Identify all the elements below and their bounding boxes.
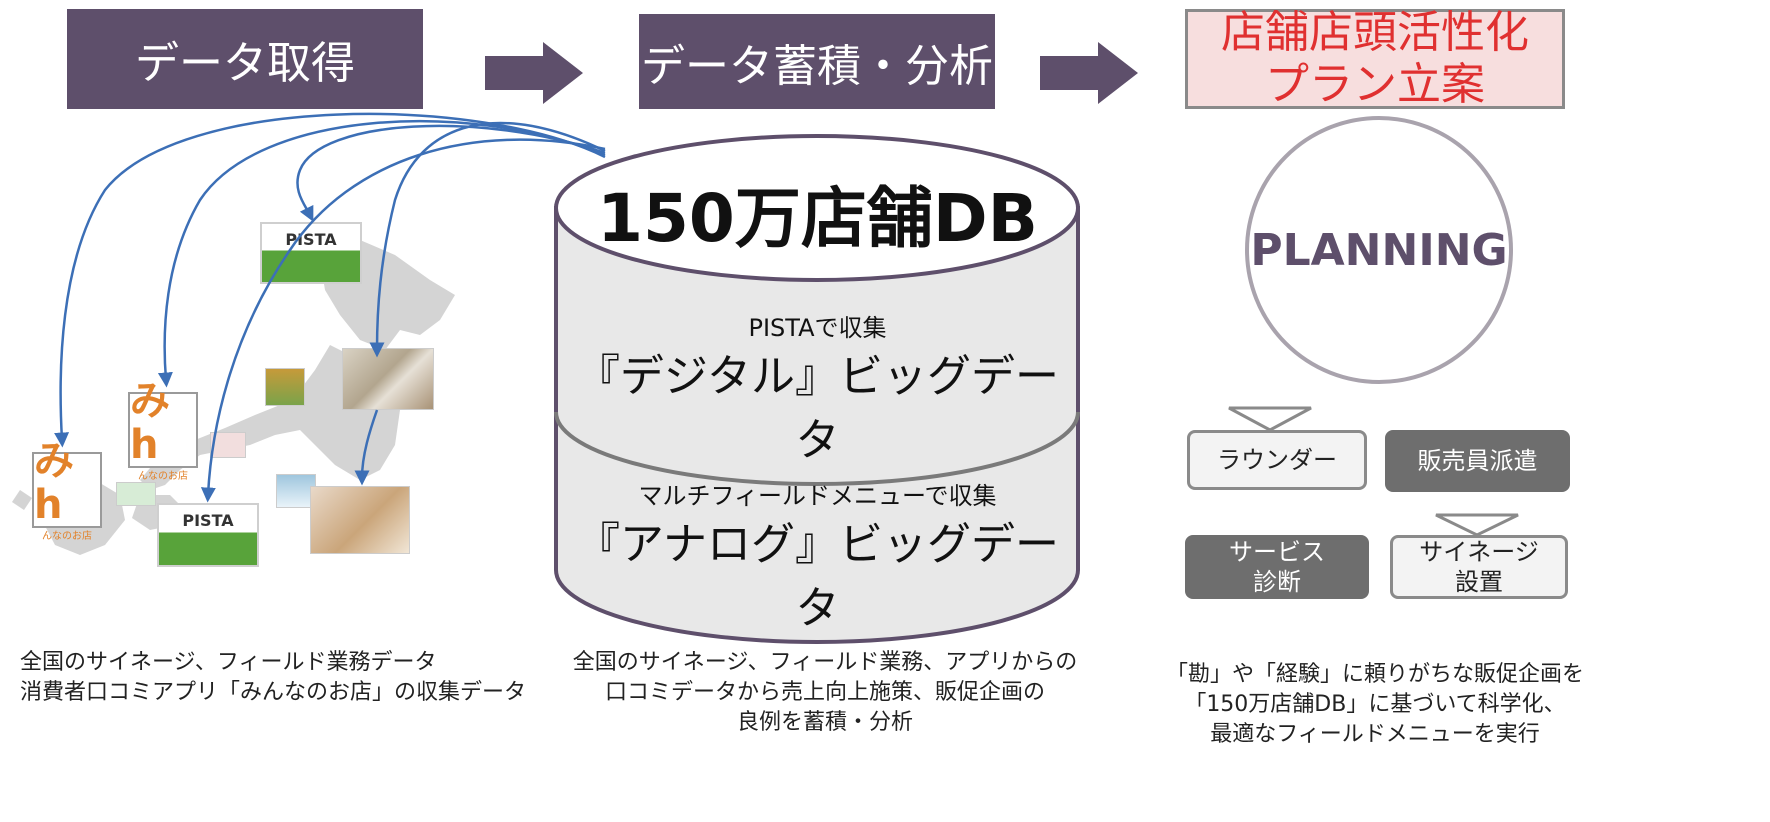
minna-app-tile-2: みh んなのお店 (32, 439, 102, 542)
middle-caption: 全国のサイネージ、フィールド業務、アプリからの 口コミデータから売上向上施策、販… (560, 648, 1090, 738)
stage-data-acquisition-label: データ取得 (135, 38, 355, 89)
pista-tile-south-label: PISTA (182, 511, 234, 530)
stage-data-analysis: データ蓄積・分析 (639, 14, 995, 109)
signage-thumbnail-2 (116, 482, 156, 506)
minna-app-tile-1: みh んなのお店 (128, 379, 198, 482)
signage-line2: 設置 (1455, 568, 1503, 596)
service-line2: 診断 (1253, 568, 1301, 596)
dispatch-box: 販売員派遣 (1385, 430, 1570, 492)
right-caption-line3: 最適なフィールドメニューを実行 (1210, 722, 1540, 747)
flow-arrow-2 (1040, 42, 1138, 104)
signage-box: サイネージ 設置 (1390, 535, 1568, 599)
pista-tile-south: PISTA (157, 503, 259, 567)
stage-data-analysis-label: データ蓄積・分析 (641, 40, 993, 92)
pista-tile-north-label: PISTA (285, 230, 337, 249)
middle-caption-line2: 口コミデータから売上向上施策、販促企画の (604, 680, 1045, 705)
left-caption-line1: 全国のサイネージ、フィールド業務データ (20, 650, 437, 675)
stage-plan: 店舗店頭活性化 プラン立案 (1185, 7, 1565, 110)
dispatch-label: 販売員派遣 (1417, 447, 1538, 475)
middle-caption-line1: 全国のサイネージ、フィールド業務、アプリからの (572, 650, 1078, 675)
database-cylinder (554, 134, 1080, 644)
service-box: サービス 診断 (1185, 535, 1369, 599)
minna-name-2: んなのお店 (42, 530, 92, 542)
planning-label: PLANNING (1250, 224, 1508, 276)
left-caption-line2: 消費者口コミアプリ「みんなのお店」の収集データ (20, 680, 527, 705)
right-caption-line2: 「150万店舗DB」に基づいて科学化、 (1184, 692, 1566, 717)
analog-label: 『アナログ』ビッグデータ (575, 519, 1060, 634)
chevron-down-icon-2 (1435, 513, 1519, 537)
digital-caption: PISTAで収集 (748, 314, 887, 342)
stage-plan-line1: 店舗店頭活性化 (1221, 7, 1529, 58)
store-shelf-photo (265, 368, 305, 406)
middle-caption-line3: 良例を蓄積・分析 (736, 710, 913, 735)
rounder-box: ラウンダー (1187, 430, 1367, 490)
left-caption: 全国のサイネージ、フィールド業務データ 消費者口コミアプリ「みんなのお店」の収集… (20, 648, 540, 708)
flow-arrow-1 (485, 42, 583, 104)
chevron-down-icon-1 (1228, 406, 1312, 432)
signage-line1: サイネージ (1419, 538, 1539, 566)
minna-name-1: んなのお店 (138, 470, 188, 482)
stage-plan-line2: プラン立案 (1265, 59, 1485, 110)
database-title: 150万店舗DB (597, 180, 1038, 257)
supermarket-photo (342, 348, 434, 410)
service-line1: サービス (1229, 538, 1325, 566)
signage-thumbnail-1 (210, 432, 246, 458)
analog-caption: マルチフィールドメニューで収集 (638, 482, 997, 510)
right-caption-line1: 「勘」や「経験」に頼りがちな販促企画を (1165, 662, 1584, 687)
rounder-label: ラウンダー (1217, 446, 1337, 474)
digital-label: 『デジタル』ビッグデータ (575, 351, 1060, 466)
planning-circle: PLANNING (1245, 116, 1513, 384)
consumer-photo (310, 486, 410, 554)
right-caption: 「勘」や「経験」に頼りがちな販促企画を 「150万店舗DB」に基づいて科学化、 … (1160, 660, 1590, 750)
stage-data-acquisition: データ取得 (67, 9, 423, 109)
minna-logo-2: みh (34, 437, 74, 528)
